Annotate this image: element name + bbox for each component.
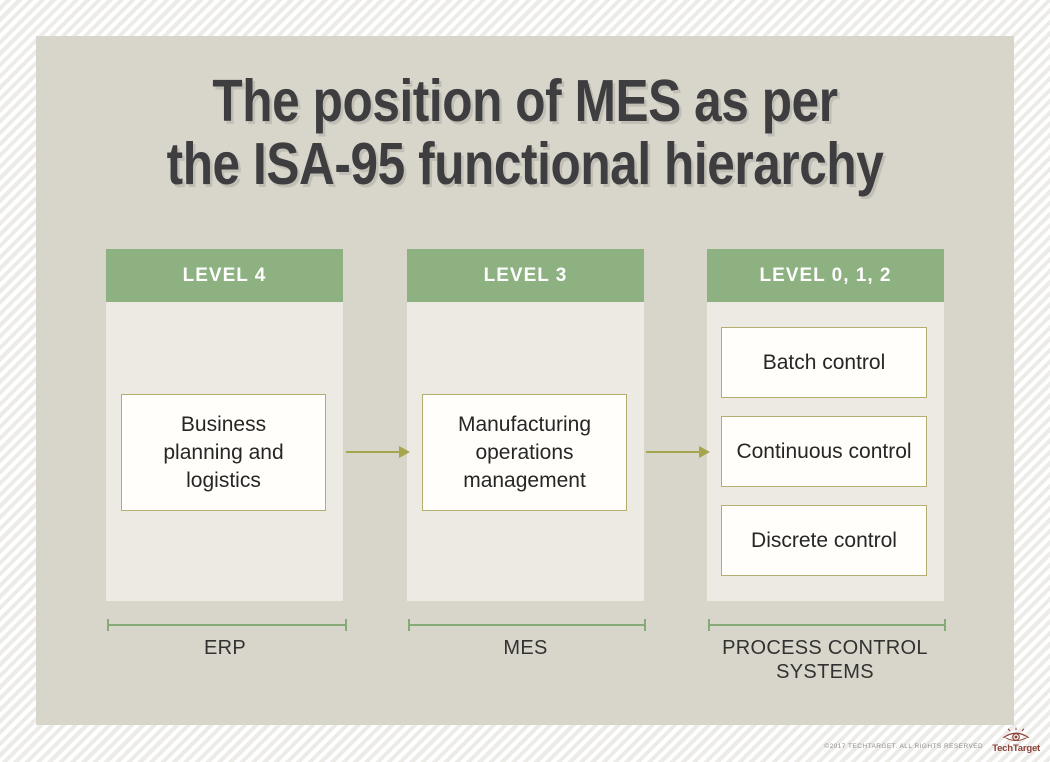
copyright-text: ©2017 TECHTARGET. ALL RIGHTS RESERVED bbox=[824, 743, 984, 750]
column-level-3-header: LEVEL 3 bbox=[407, 249, 644, 302]
brand-name: TechTarget bbox=[992, 743, 1040, 754]
box-label: Discrete control bbox=[751, 528, 897, 552]
content-panel: The position of MES as per the ISA-95 fu… bbox=[36, 36, 1014, 725]
flow-arrow-level4-to-level3 bbox=[346, 446, 410, 458]
box-discrete-control: Discrete control bbox=[721, 505, 927, 576]
bracket-mes bbox=[408, 619, 646, 631]
box-label: Business planning and logistics bbox=[163, 412, 284, 492]
flow-arrow-level3-to-level012 bbox=[646, 446, 710, 458]
column-level-3: LEVEL 3 Manufacturing operations managem… bbox=[407, 249, 644, 601]
eye-target-icon bbox=[1001, 727, 1031, 744]
page-title-line-1: The position of MES as per bbox=[212, 68, 838, 134]
box-business-planning-logistics: Business planning and logistics bbox=[121, 394, 326, 511]
box-label: Continuous control bbox=[736, 439, 912, 463]
column-level-3-body: Manufacturing operations management bbox=[407, 302, 644, 601]
column-level-4: LEVEL 4 Business planning and logistics bbox=[106, 249, 343, 601]
box-continuous-control: Continuous control bbox=[721, 416, 927, 487]
column-level-0-1-2-header: LEVEL 0, 1, 2 bbox=[707, 249, 944, 302]
box-label: Manufacturing operations management bbox=[457, 412, 592, 492]
page-title-line-2: the ISA-95 functional hierarchy bbox=[166, 131, 884, 197]
footer: ©2017 TECHTARGET. ALL RIGHTS RESERVED Te… bbox=[824, 727, 1040, 758]
page-title: The position of MES as per the ISA-95 fu… bbox=[114, 70, 936, 196]
bracket-label-process-control-systems: PROCESS CONTROL SYSTEMS bbox=[722, 637, 928, 683]
box-manufacturing-operations-management: Manufacturing operations management bbox=[422, 394, 627, 511]
column-level-0-1-2-body: Batch control Continuous control Discret… bbox=[707, 302, 944, 601]
bracket-label-erp: ERP bbox=[203, 637, 247, 659]
column-level-4-header: LEVEL 4 bbox=[106, 249, 343, 302]
bracket-label-mes: MES bbox=[503, 637, 548, 659]
box-batch-control: Batch control bbox=[721, 327, 927, 398]
box-label: Batch control bbox=[762, 350, 886, 374]
bracket-erp bbox=[107, 619, 347, 631]
bracket-process-control-systems bbox=[708, 619, 946, 631]
column-level-4-body: Business planning and logistics bbox=[106, 302, 343, 601]
brand-logo: TechTarget bbox=[992, 727, 1040, 758]
column-level-0-1-2: LEVEL 0, 1, 2 Batch control Continuous c… bbox=[707, 249, 944, 601]
